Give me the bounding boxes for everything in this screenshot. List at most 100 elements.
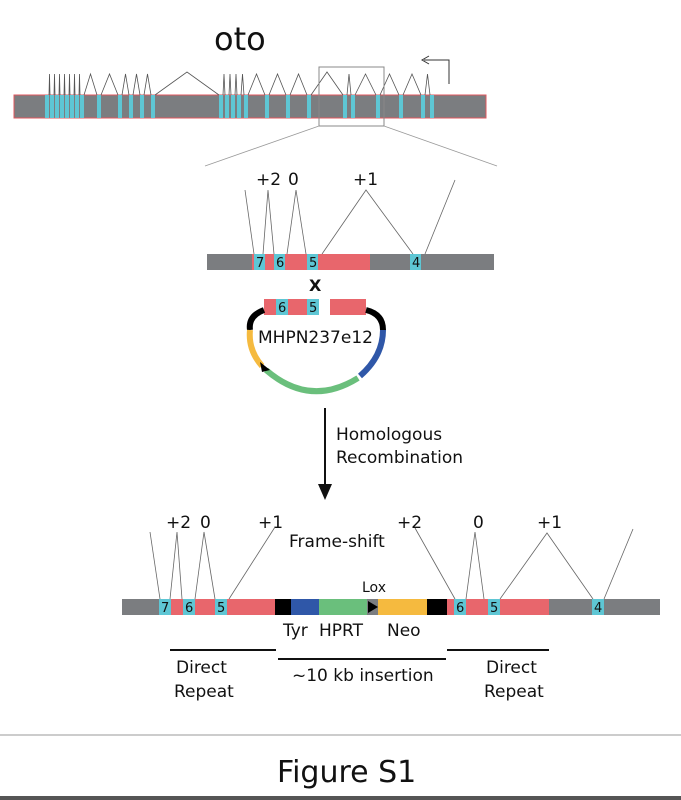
tyr-label: Tyr — [282, 621, 308, 641]
locus-splice — [247, 72, 266, 96]
plasmid-black-left — [246, 307, 266, 331]
locus-exon — [430, 95, 434, 118]
hprt-label: HPRT — [319, 621, 364, 641]
locus-exon — [55, 95, 59, 118]
result-exon-6-left — [183, 599, 195, 615]
zoom-frame-0: 0 — [288, 170, 299, 190]
zoom-exon-7-label: 7 — [256, 256, 264, 271]
zoom-exon-6-label: 6 — [276, 256, 284, 271]
zoom-lines — [204, 125, 498, 167]
locus-splice — [68, 73, 71, 96]
locus-splice — [310, 71, 344, 96]
figure-caption: Figure S1 — [277, 755, 416, 790]
vector-exon-6 — [276, 299, 288, 315]
locus-splice — [268, 72, 287, 96]
insertion-label: ~10 kb insertion — [292, 666, 434, 686]
vector-red-right — [330, 299, 366, 315]
locus-exon — [65, 95, 69, 118]
locus-exon — [225, 95, 229, 118]
zoom-exon-4 — [410, 254, 421, 270]
locus-splice — [228, 73, 232, 96]
result-exon-6-left-label: 6 — [185, 601, 193, 616]
recombination-label-line1: Homologous — [336, 425, 442, 445]
locus-splice — [154, 71, 220, 96]
result-exon-4 — [592, 599, 604, 615]
locus-exon — [231, 95, 235, 118]
result-exon-6-right-label: 6 — [456, 601, 464, 616]
plasmid-loop — [246, 307, 386, 395]
locus-splice — [73, 73, 76, 96]
locus-exon — [97, 95, 101, 118]
zoom-exon-4-label: 4 — [412, 256, 420, 271]
result-frame-left-0: 0 — [200, 513, 211, 533]
crossover-mark: X — [309, 276, 322, 295]
locus-splice — [100, 72, 119, 96]
left-repeat-label-line1: Direct — [176, 658, 227, 678]
cassette-black-left — [275, 599, 291, 615]
neo-label: Neo — [387, 621, 421, 641]
locus-splice — [78, 73, 81, 96]
zoom-red-region-b — [318, 254, 370, 270]
locus-splice — [240, 73, 245, 96]
plasmid-blue-segment — [357, 329, 386, 379]
result-exon-5-right-label: 5 — [490, 601, 498, 616]
genomic-locus — [13, 55, 487, 127]
lox-site-arrow — [368, 601, 378, 613]
locus-exon — [265, 95, 269, 118]
locus-splice — [83, 72, 98, 96]
locus-splice — [234, 73, 238, 96]
locus-splice — [48, 73, 51, 96]
result-exon-5-left-label: 5 — [217, 601, 225, 616]
locus-splice — [289, 72, 308, 96]
recombined-locus: +2 0 +1 +2 0 +1 Frame-shift — [122, 513, 660, 641]
right-repeat-label-line1: Direct — [486, 658, 537, 678]
result-frame-left-plus1: +1 — [258, 513, 283, 533]
cassette-neo — [378, 599, 427, 615]
right-repeat-label-line2: Repeat — [484, 682, 544, 702]
left-repeat-label-line2: Repeat — [174, 682, 234, 702]
region-brackets — [170, 649, 549, 660]
result-exon-7 — [159, 599, 171, 615]
recombination-label-line2: Recombination — [336, 448, 463, 468]
locus-exon — [118, 95, 122, 118]
locus-exon — [75, 95, 79, 118]
locus-exon — [129, 95, 133, 118]
result-intron-splices — [149, 526, 634, 600]
locus-exon — [244, 95, 248, 118]
locus-exon — [70, 95, 74, 118]
locus-exon — [45, 95, 49, 118]
zoom-box — [318, 66, 385, 127]
cassette-hprt — [319, 599, 367, 615]
zoom-exon-7 — [254, 254, 265, 270]
result-frame-left-plus2: +2 — [166, 513, 191, 533]
frame-shift-label: Frame-shift — [289, 532, 385, 552]
result-exon-6-right — [454, 599, 466, 615]
locus-exon — [140, 95, 144, 118]
locus-exon — [399, 95, 403, 118]
targeting-vector: 6 5 MHPN237e12 — [246, 299, 386, 395]
locus-splice — [58, 73, 61, 96]
locus-splice — [354, 73, 377, 96]
plasmid-yellow-segment — [246, 329, 265, 368]
result-exon-4-label: 4 — [594, 601, 602, 616]
locus-splice — [132, 73, 141, 96]
zoom-frame-plus2: +2 — [256, 170, 281, 190]
locus-exon — [376, 95, 380, 118]
locus-exon — [286, 95, 290, 118]
vector-name: MHPN237e12 — [258, 328, 373, 348]
locus-exon — [60, 95, 64, 118]
zoom-frame-plus1: +1 — [353, 170, 378, 190]
result-exon-5-left — [215, 599, 227, 615]
vector-exon-5-label: 5 — [309, 301, 317, 316]
lox-label: Lox — [362, 580, 386, 596]
vector-exon-5 — [307, 299, 319, 315]
result-frame-right-plus2: +2 — [397, 513, 422, 533]
zoom-exon-5-label: 5 — [309, 256, 317, 271]
locus-splice — [222, 73, 226, 96]
locus-splice — [121, 73, 130, 96]
locus-exon — [80, 95, 84, 118]
result-frame-right-0: 0 — [473, 513, 484, 533]
zoomed-region: +2 0 +1 7 6 5 4 — [207, 170, 494, 271]
plasmid-green-segment — [264, 367, 360, 395]
